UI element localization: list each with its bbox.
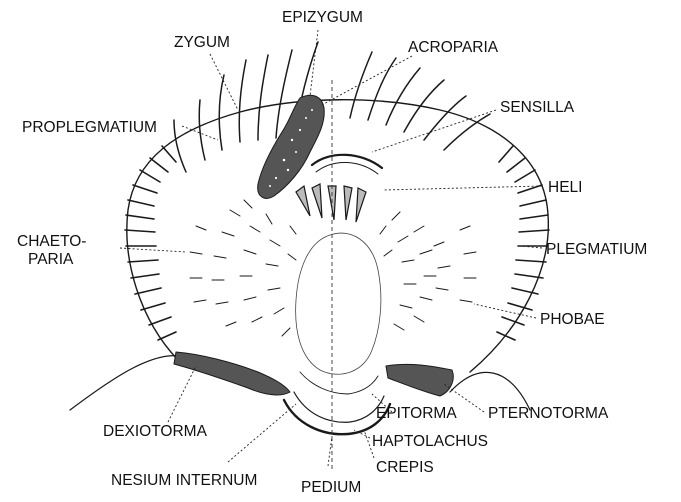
central-field: [296, 233, 381, 374]
label-epitorma: EPITORMA: [376, 405, 457, 422]
pedium-arc: [284, 400, 390, 434]
pternotorma-sclerite: [386, 364, 453, 396]
sensilla-arc: [312, 155, 382, 168]
label-heli: HELI: [548, 179, 582, 196]
label-plegmatium: PLEGMATIUM: [546, 241, 647, 258]
label-epizygum: EPIZYGUM: [282, 9, 363, 26]
label-crepis: CREPIS: [376, 459, 434, 476]
sensilla-arc-inner: [316, 162, 378, 174]
label-pedium: PEDIUM: [301, 479, 361, 496]
label-chaetoparia-line1: CHAETO-: [17, 233, 86, 250]
label-phobae: PHOBAE: [540, 311, 605, 328]
label-sensilla: SENSILLA: [500, 99, 575, 116]
epizygum-sclerite: [258, 95, 325, 198]
label-nesium-internum: NESIUM INTERNUM: [111, 472, 257, 489]
dexiotorma-sclerite: [174, 352, 290, 395]
label-zygum: ZYGUM: [174, 34, 230, 51]
haptolachus-field: [300, 372, 378, 394]
heli-teeth: [296, 184, 366, 222]
left-lateral-curve: [70, 356, 180, 410]
label-pternotorma: PTERNOTORMA: [488, 405, 609, 422]
left-marginal-setae: [125, 146, 176, 340]
crepis-arc: [294, 392, 384, 422]
label-proplegmatium: PROPLEGMATIUM: [22, 119, 157, 136]
label-dexiotorma: DEXIOTORMA: [103, 423, 208, 440]
label-chaetoparia-line2: PARIA: [28, 251, 74, 268]
label-haptolachus: HAPTOLACHUS: [372, 433, 488, 450]
label-acroparia: ACROPARIA: [408, 39, 499, 56]
